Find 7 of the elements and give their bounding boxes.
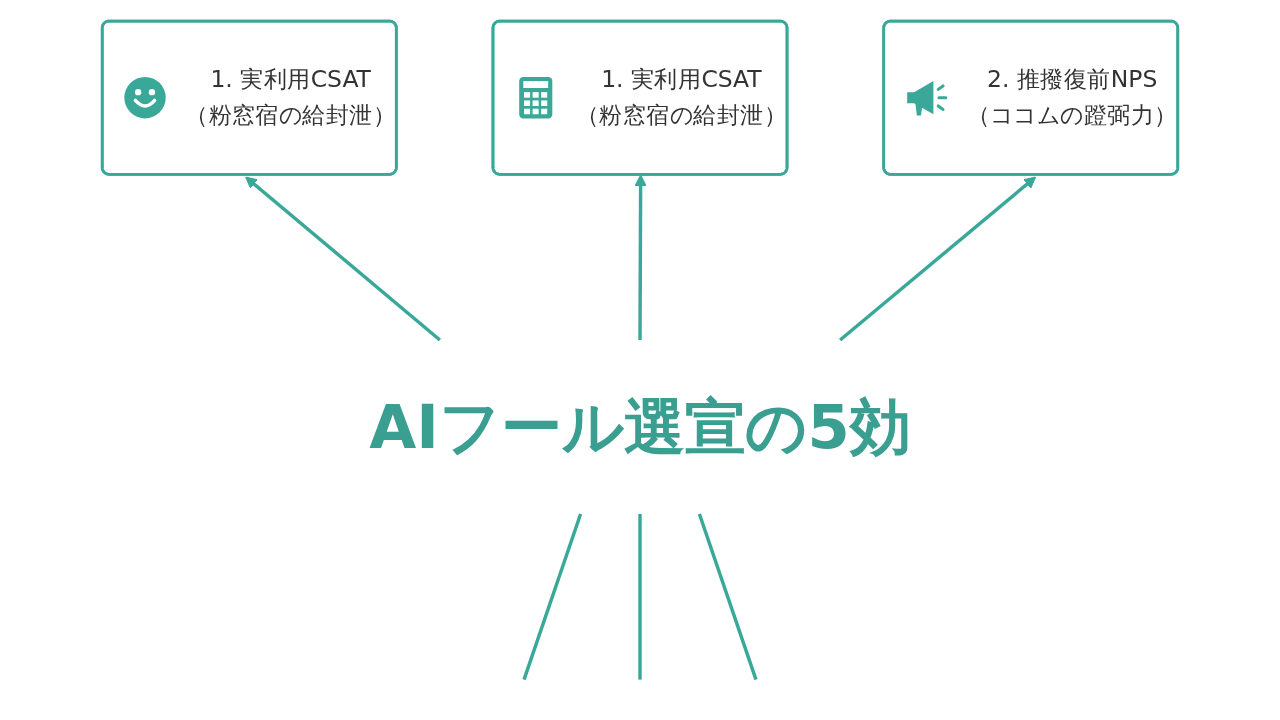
arrow [245,176,441,342]
arrow [839,176,1037,342]
connector-line [522,513,583,681]
connector-line [638,513,642,680]
arrow [634,174,647,340]
connector-line [697,513,758,681]
node-text: AIフール選宣の5効 [369,391,911,462]
